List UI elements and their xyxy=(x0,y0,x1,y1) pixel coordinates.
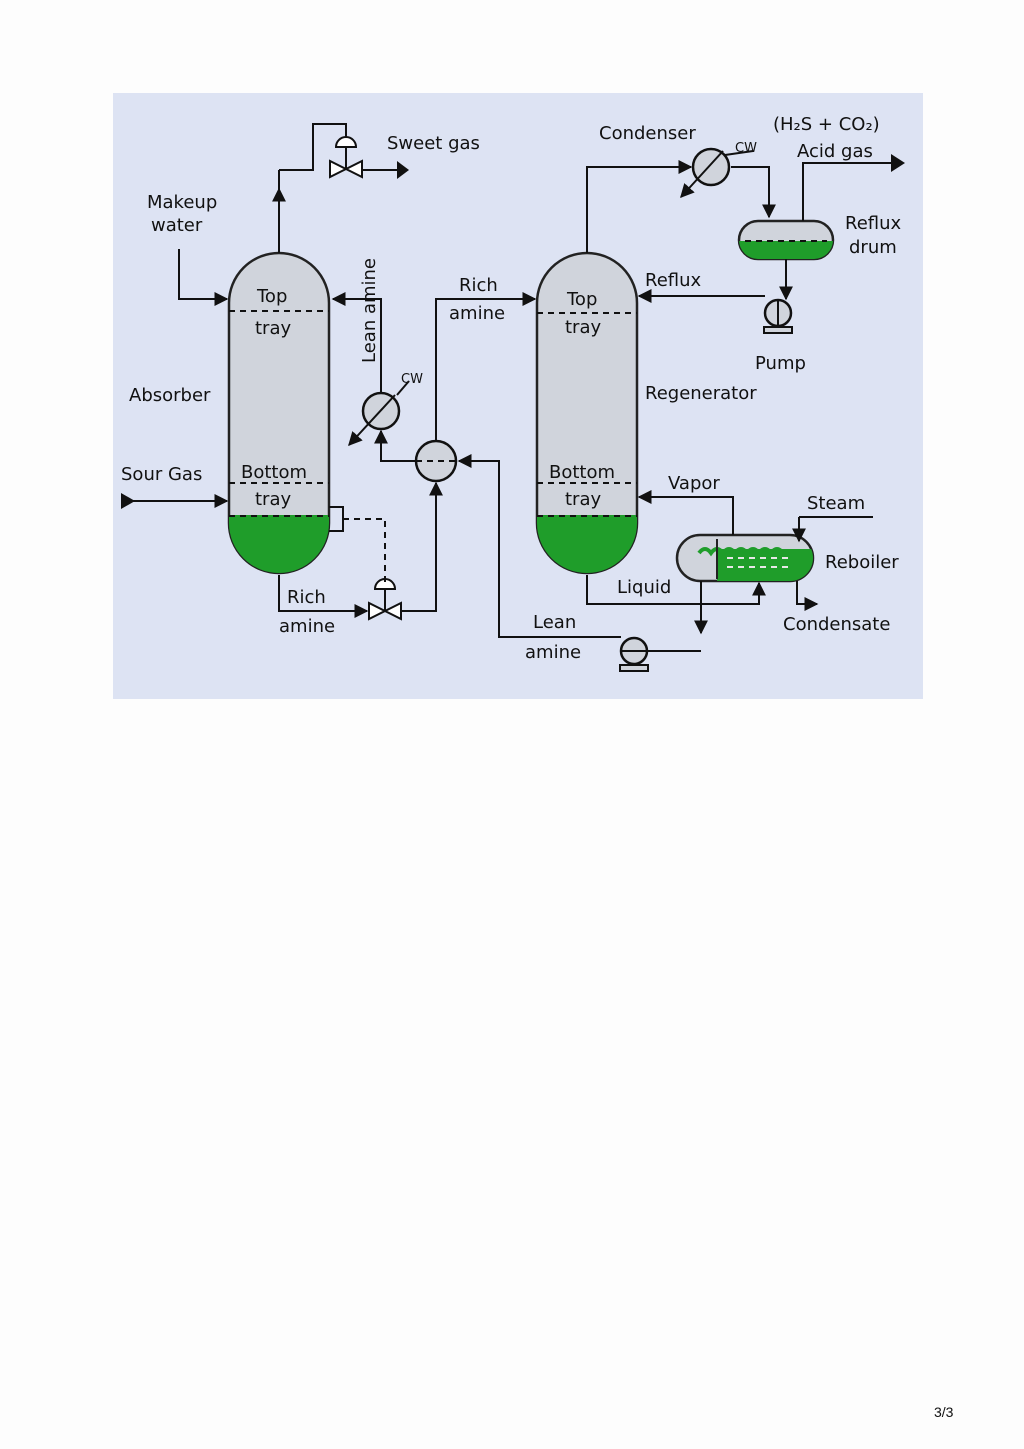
lean-amine-vertical-label: Lean amine xyxy=(359,258,380,363)
lean-rich-exchanger xyxy=(414,439,458,483)
condenser-label: Condenser xyxy=(599,123,696,144)
vapor-label: Vapor xyxy=(668,473,720,494)
rich-amine-bottom-label-2: amine xyxy=(279,616,335,637)
reboiler xyxy=(675,533,815,583)
absorber-label: Absorber xyxy=(129,385,211,406)
lean-amine-bottom-label-2: amine xyxy=(525,642,581,663)
regenerator-top-tray-label-1: Top xyxy=(566,289,597,310)
absorber-bottom-tray-label-1: Bottom xyxy=(241,462,307,483)
sour-gas-label: Sour Gas xyxy=(121,464,202,485)
reflux-drum xyxy=(737,219,835,261)
steam-label: Steam xyxy=(807,493,865,514)
regenerator-label: Regenerator xyxy=(645,383,757,404)
pump-label: Pump xyxy=(755,353,806,374)
acid-gas-label: Acid gas xyxy=(797,141,873,162)
makeup-water-label-1: Makeup xyxy=(147,192,217,213)
absorber-bottom-tray-label-2: tray xyxy=(255,489,291,510)
reflux-drum-label-1: Reflux xyxy=(845,213,902,234)
makeup-water-label-2: water xyxy=(151,215,203,236)
rich-amine-valve xyxy=(368,578,402,621)
lean-amine-pump xyxy=(619,636,649,672)
condensate-label: Condensate xyxy=(783,614,890,635)
condenser-cw-label: CW xyxy=(735,141,757,156)
reflux-pump xyxy=(763,298,793,334)
page-number: 3/3 xyxy=(934,1404,954,1420)
cooler-cw-label: CW xyxy=(401,372,423,387)
absorber-top-tray-label-2: tray xyxy=(255,318,291,339)
reflux-label: Reflux xyxy=(645,270,702,291)
rich-amine-top-label-2: amine xyxy=(449,303,505,324)
regenerator-bottom-tray-label-2: tray xyxy=(565,489,601,510)
regenerator-bottom-tray-label-1: Bottom xyxy=(549,462,615,483)
liquid-label: Liquid xyxy=(617,577,671,598)
amine-process-diagram: (H₂S + CO₂) Sweet gas Condenser CW Acid … xyxy=(113,93,923,699)
lean-amine-bottom-label-1: Lean xyxy=(533,612,576,633)
rich-amine-top-label-1: Rich xyxy=(459,275,498,296)
rich-amine-bottom-label-1: Rich xyxy=(287,587,326,608)
diagram-canvas: (H₂S + CO₂) Sweet gas Condenser CW Acid … xyxy=(113,93,923,699)
piping xyxy=(121,123,905,652)
sweet-gas-valve xyxy=(329,136,363,179)
reflux-drum-label-2: drum xyxy=(849,237,897,258)
condenser-exchanger xyxy=(680,147,754,199)
reboiler-label: Reboiler xyxy=(825,552,899,573)
acid-formula-label: (H₂S + CO₂) xyxy=(773,114,880,135)
diagram-labels: (H₂S + CO₂) Sweet gas Condenser CW Acid … xyxy=(121,114,902,663)
regenerator-top-tray-label-2: tray xyxy=(565,317,601,338)
sweet-gas-label: Sweet gas xyxy=(387,133,480,154)
absorber-top-tray-label-1: Top xyxy=(256,286,287,307)
